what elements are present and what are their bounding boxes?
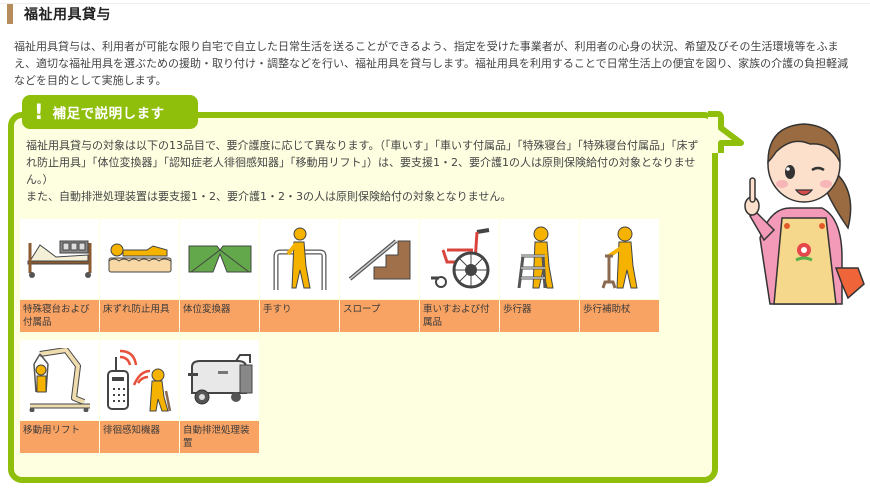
top-divider <box>0 3 870 4</box>
intro-paragraph: 福祉用具貸与は、利用者が可能な限り自宅で自立した日常生活を送ることができるよう、… <box>14 40 849 87</box>
page-title: 福祉用具貸与 <box>24 7 111 23</box>
supplement-paragraph-2: また、自動排泄処理装置は要支援1・2、要介護1・2・3の人は原則保険給付の対象と… <box>26 190 512 203</box>
walker-icon <box>517 226 554 289</box>
auto-excretion-device-icon <box>187 354 252 405</box>
equipment-label: スロープ <box>340 300 419 332</box>
equipment-label: 歩行補助杖 <box>580 300 659 332</box>
caregiver-illustration <box>744 123 865 305</box>
equipment-label: 移動用リフト <box>20 421 99 453</box>
position-changer-icon <box>188 245 251 273</box>
equipment-item-handrail: 手すり <box>260 219 339 332</box>
walking-cane-icon <box>601 226 638 289</box>
equipment-label: 特殊寝台および付属品 <box>20 300 99 332</box>
care-bed-icon <box>27 240 91 278</box>
equipment-item-wheelchair: 車いすおよび付属品 <box>420 219 499 332</box>
handrail-icon <box>273 227 326 290</box>
wheelchair-icon <box>430 228 489 289</box>
equipment-item-wandering-sensor: 徘徊感知機器 <box>100 340 179 453</box>
equipment-label: 体位変換器 <box>180 300 259 332</box>
slope-icon <box>348 239 410 281</box>
supplement-tab: ! 補足で説明します <box>22 95 198 129</box>
equipment-label: 車いすおよび付属品 <box>420 300 499 332</box>
equipment-label: 自動排泄処理装置 <box>180 421 259 453</box>
patient-lift-icon <box>29 348 90 412</box>
equipment-item-pressure-mattress: 床ずれ防止用具 <box>100 219 179 332</box>
equipment-item-position-changer: 体位変換器 <box>180 219 259 332</box>
equipment-item-auto-excretion-device: 自動排泄処理装置 <box>180 340 259 453</box>
supplement-tab-label: 補足で説明します <box>52 106 165 122</box>
supplement-paragraph-1: 福祉用具貸与の対象は以下の13品目で、要介護度に応じて異なります。（「車いす」「… <box>26 139 699 186</box>
equipment-label: 徘徊感知機器 <box>100 421 179 453</box>
speech-bubble-tail <box>708 111 744 153</box>
pressure-mattress-icon <box>108 243 171 273</box>
equipment-item-care-bed: 特殊寝台および付属品 <box>20 219 99 332</box>
heading-bar <box>7 4 13 24</box>
equipment-item-walking-cane: 歩行補助杖 <box>580 219 659 332</box>
section-heading: 福祉用具貸与 <box>7 4 111 24</box>
wandering-sensor-icon <box>106 349 171 412</box>
equipment-item-patient-lift: 移動用リフト <box>20 340 99 453</box>
exclamation-icon: ! <box>34 99 44 124</box>
equipment-label: 手すり <box>260 300 339 332</box>
equipment-label: 床ずれ防止用具 <box>100 300 179 332</box>
equipment-item-slope: スロープ <box>340 219 419 332</box>
supplement-text: 福祉用具貸与の対象は以下の13品目で、要介護度に応じて異なります。（「車いす」「… <box>26 137 706 205</box>
equipment-item-walker: 歩行器 <box>500 219 579 332</box>
equipment-label: 歩行器 <box>500 300 579 332</box>
